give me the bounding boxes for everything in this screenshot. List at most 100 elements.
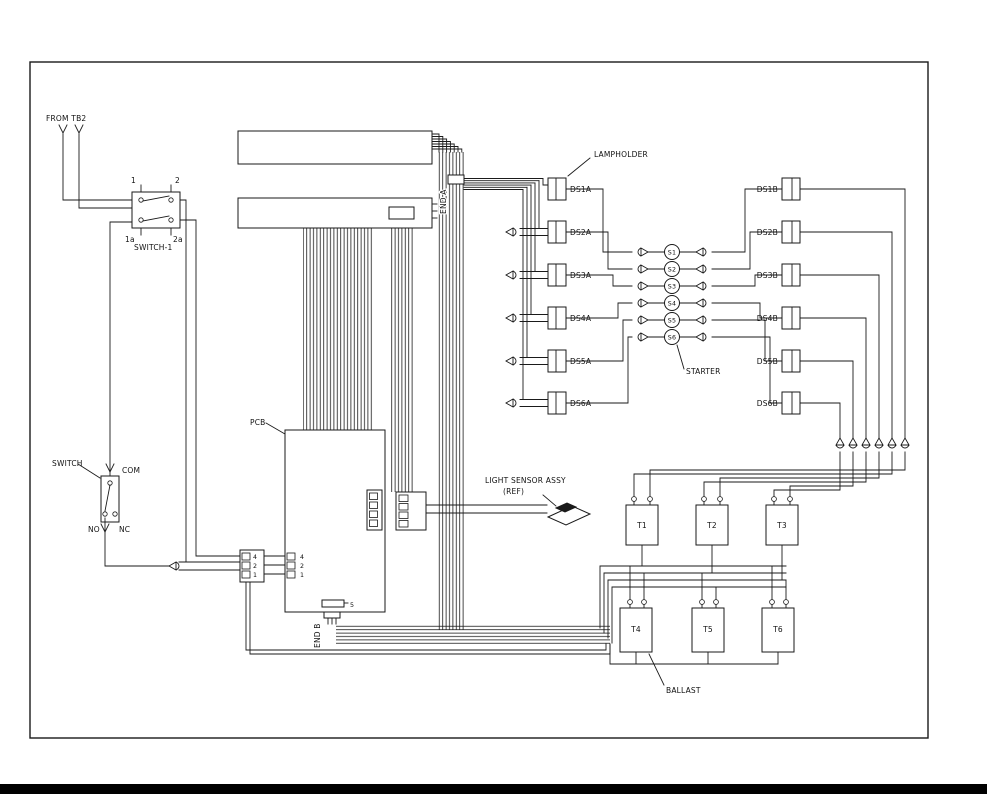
s6-label: S6 bbox=[668, 335, 676, 342]
starter-s1: S1 bbox=[664, 244, 680, 260]
lampholder-ds5a: DS5A bbox=[505, 349, 593, 373]
switch1-pin-1a: 1a bbox=[125, 235, 135, 244]
t6-label: T6 bbox=[772, 625, 783, 634]
ds2a-label: DS2A bbox=[570, 228, 592, 237]
leader-line bbox=[77, 463, 101, 479]
s4-label: S4 bbox=[668, 301, 676, 308]
s5-label: S5 bbox=[668, 318, 676, 325]
pcb-input-connector: 4 2 1 bbox=[168, 549, 611, 655]
s3-label: S3 bbox=[668, 284, 676, 291]
ribbon-cable bbox=[437, 152, 464, 630]
bottom-bar bbox=[0, 784, 987, 794]
ds5a-label: DS5A bbox=[570, 357, 592, 366]
harness-bar-top bbox=[237, 130, 433, 165]
t1-label: T1 bbox=[636, 521, 647, 530]
t4-label: T4 bbox=[630, 625, 641, 634]
switch1-pin-2a: 2a bbox=[173, 235, 183, 244]
ds3b-label: DS3B bbox=[757, 271, 778, 280]
ballasts-row2: T4 T5 T6 BALLAST bbox=[599, 544, 795, 696]
sensor-chip bbox=[554, 502, 578, 513]
pcb-marker-5: 5 bbox=[350, 602, 354, 609]
arrow-down-icon bbox=[58, 124, 68, 135]
ballast-callout: BALLAST bbox=[666, 686, 701, 695]
ds6a-label: DS6A bbox=[570, 399, 592, 408]
s1-label: S1 bbox=[668, 250, 676, 257]
right-bus-wires bbox=[633, 188, 910, 497]
arrow-down-icon bbox=[100, 523, 110, 534]
lampholder-ds3a: DS3A bbox=[505, 263, 593, 287]
connector-pin-2: 2 bbox=[253, 563, 257, 570]
light-sensor: LIGHT SENSOR ASSY (REF) bbox=[425, 475, 592, 526]
light-sensor-label-2: (REF) bbox=[503, 487, 524, 496]
bottom-harness bbox=[336, 624, 610, 644]
t3-label: T3 bbox=[776, 521, 787, 530]
end-b: END B bbox=[312, 610, 610, 649]
switch1-box bbox=[131, 191, 181, 229]
starter-s2: S2 bbox=[664, 261, 680, 277]
leader-line bbox=[542, 494, 557, 507]
ribbon-cable bbox=[303, 228, 373, 430]
connector-pin-1: 1 bbox=[253, 572, 257, 579]
light-sensor-label-1: LIGHT SENSOR ASSY bbox=[485, 476, 566, 485]
ds2b-label: DS2B bbox=[757, 228, 778, 237]
pcb-pin-4: 4 bbox=[300, 554, 304, 561]
end-a-connector bbox=[447, 174, 465, 185]
leader-line bbox=[676, 344, 685, 370]
switch1-pin-1: 1 bbox=[131, 176, 136, 185]
pcb-pin-2: 2 bbox=[300, 563, 304, 570]
no-label: NO bbox=[88, 525, 100, 534]
end-a: END A bbox=[438, 174, 549, 400]
ballast-t1: T1 bbox=[625, 504, 659, 546]
ballast-t3: T3 bbox=[765, 504, 799, 546]
ballast-t5: T5 bbox=[691, 607, 725, 653]
t2-label: T2 bbox=[706, 521, 717, 530]
ballasts-row1: T1 T2 T3 bbox=[625, 496, 799, 546]
lampholder-ds6a: DS6A bbox=[505, 391, 593, 415]
ds1a-label: DS1A bbox=[570, 185, 592, 194]
lampholder-callout: LAMPHOLDER bbox=[594, 150, 648, 159]
pcb-label: PCB bbox=[250, 418, 266, 427]
leader-line bbox=[648, 653, 665, 686]
lampholder-ds2b: DS2B bbox=[756, 220, 801, 244]
harness-bars bbox=[237, 130, 464, 630]
door-switch: SWITCH COM NO NC bbox=[51, 458, 170, 567]
lampholder-ds3b: DS3B bbox=[756, 263, 801, 287]
ds5b-label: DS5B bbox=[757, 357, 778, 366]
lampholders-a: LAMPHOLDER DS1A DS2A DS3A DS4A bbox=[505, 149, 649, 415]
ballast-t4: T4 bbox=[619, 607, 653, 653]
ds4a-label: DS4A bbox=[570, 314, 592, 323]
starters: S1 S2 S3 S4 S5 S6 STARTER bbox=[565, 188, 783, 404]
switch1-label: SWITCH-1 bbox=[134, 243, 173, 252]
nc-label: NC bbox=[119, 525, 130, 534]
arrow-down-icon bbox=[74, 124, 84, 135]
starter-s6: S6 bbox=[664, 329, 680, 345]
end-a-label: END A bbox=[439, 189, 448, 214]
switch1-pin-2: 2 bbox=[175, 176, 180, 185]
harness-tap-box bbox=[388, 206, 415, 220]
tb2-feed: FROM TB2 bbox=[45, 113, 133, 209]
starter-s4: S4 bbox=[664, 295, 680, 311]
com-label: COM bbox=[122, 466, 140, 475]
ds3a-label: DS3A bbox=[570, 271, 592, 280]
arrow-down-icon bbox=[105, 463, 115, 474]
lampholder-ds2a: DS2A bbox=[505, 220, 593, 244]
ds6b-label: DS6B bbox=[757, 399, 778, 408]
pcb-pin-1: 1 bbox=[300, 572, 304, 579]
switch1: 1 2 1a 2a SWITCH-1 bbox=[124, 175, 184, 253]
ballast-t2: T2 bbox=[695, 504, 729, 546]
end-b-label: END B bbox=[313, 623, 322, 648]
starter-s5: S5 bbox=[664, 312, 680, 328]
starter-callout: STARTER bbox=[686, 367, 721, 376]
leader-line bbox=[567, 157, 591, 177]
lampholder-ds1a: DS1A bbox=[547, 177, 593, 201]
ds4b-label: DS4B bbox=[757, 314, 778, 323]
ribbon-cable bbox=[390, 228, 414, 492]
from-tb2-label: FROM TB2 bbox=[46, 114, 86, 123]
ds1b-label: DS1B bbox=[757, 185, 778, 194]
pcb-component bbox=[321, 599, 345, 608]
lampholder-ds5b: DS5B bbox=[756, 349, 801, 373]
left-wires bbox=[105, 199, 241, 563]
leader-line bbox=[265, 422, 286, 435]
